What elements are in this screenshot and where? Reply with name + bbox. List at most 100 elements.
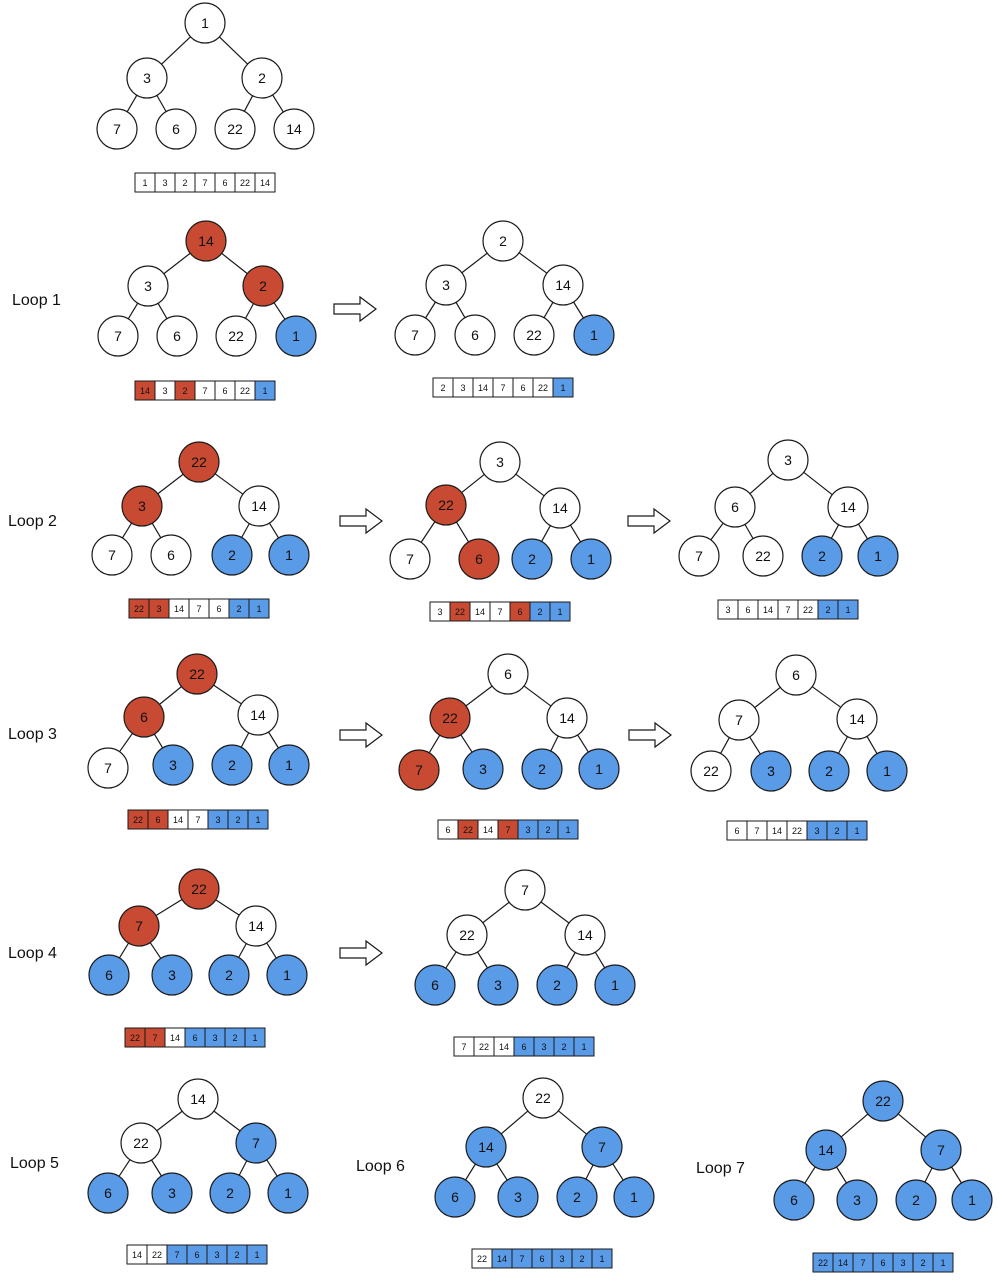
array-cell-value: 3 [437, 607, 442, 617]
array-cell-value: 6 [880, 1258, 885, 1268]
array-cell-value: 2 [234, 1250, 239, 1260]
array-cell-value: 6 [745, 605, 750, 615]
tree-node [895, 1179, 937, 1221]
tree-node [429, 697, 471, 739]
tree-node [268, 744, 310, 786]
tree-node [120, 1122, 162, 1164]
tree-edge [749, 472, 774, 495]
tree-node [477, 964, 519, 1006]
tree-node-value: 22 [703, 763, 719, 779]
array-cell-value: 14 [475, 607, 485, 617]
array-cell-value: 2 [545, 825, 550, 835]
array-cell [246, 1244, 268, 1265]
tree-edge [266, 1159, 278, 1177]
tree-edge [951, 1166, 962, 1184]
tree-node [521, 748, 563, 790]
array-cell-value: 22 [479, 1042, 489, 1052]
tree-node-value: 14 [577, 927, 593, 943]
tree-edge [585, 1164, 594, 1180]
tree-node [714, 486, 756, 528]
array-cell-value: 14 [174, 604, 184, 614]
tree-edge [238, 1160, 248, 1176]
loop-label-6: Loop 6 [356, 1158, 405, 1175]
tree-node [718, 699, 760, 741]
array-cell-value: 14 [132, 1250, 142, 1260]
tree-node-value: 6 [105, 967, 113, 983]
tree-node-value: 7 [252, 1135, 260, 1151]
array-cell-value: 2 [235, 815, 240, 825]
transition-arrow-icon [333, 295, 377, 323]
array-cell-value: 2 [561, 1042, 566, 1052]
tree-node [581, 1126, 623, 1168]
array-cell-value: 1 [557, 607, 562, 617]
tree-node-value: 7 [114, 328, 122, 344]
array-cell-value: 22 [538, 383, 548, 393]
tree-node [91, 534, 133, 576]
tree-edge [221, 252, 248, 275]
tree-node [808, 750, 850, 792]
tree-node [123, 696, 165, 738]
tree-node-value: 2 [225, 967, 233, 983]
tree-node-value: 7 [598, 1139, 606, 1155]
tree-node [398, 749, 440, 791]
tree-edge [238, 943, 247, 958]
array-cell-value: 7 [754, 826, 759, 836]
array-cell-value: 1 [940, 1258, 945, 1268]
tree-edge [161, 36, 191, 65]
array-cell-value: 2 [182, 386, 187, 396]
tree-node [152, 744, 194, 786]
array-cell [591, 1248, 613, 1269]
array-cell-value: 1 [565, 825, 570, 835]
tree-node-value: 2 [912, 1192, 920, 1208]
tree-node-value: 22 [191, 881, 207, 897]
array-cell-value: 22 [792, 826, 802, 836]
tree-edge [550, 735, 559, 752]
tree-edge [477, 951, 488, 969]
array-cell-value: 14 [772, 826, 782, 836]
array-cell-value: 2 [579, 1254, 584, 1264]
tree-node [513, 314, 555, 356]
array-cell-value: 22 [134, 604, 144, 614]
tree-node-value: 7 [735, 712, 743, 728]
tree-node [487, 653, 529, 695]
tree-node [121, 485, 163, 527]
tree-edge [460, 734, 473, 753]
array-cell-value: 1 [256, 604, 261, 614]
tree-edge [496, 1163, 508, 1181]
tree-node [767, 439, 809, 481]
transition-arrow-icon [339, 507, 383, 535]
tree-edge [897, 1113, 927, 1138]
array-cell-value: 1 [854, 826, 859, 836]
array-cell-value: 22 [240, 386, 250, 396]
array-cell-value: 14 [173, 815, 183, 825]
tree-node-value: 6 [792, 667, 800, 683]
array-cell-value: 1 [142, 178, 147, 188]
tree-edge [577, 734, 589, 753]
tree-node-value: 2 [259, 278, 267, 294]
array-cell-value: 22 [133, 815, 143, 825]
tree-node-value: 22 [438, 497, 454, 513]
tree-node [536, 964, 578, 1006]
array-cell-value: 2 [232, 1033, 237, 1043]
tree-edge [830, 524, 840, 539]
array-cell-value: 7 [202, 386, 207, 396]
tree-node-value: 3 [138, 498, 146, 514]
array-cell-value: 1 [252, 1033, 257, 1043]
tree-node-value: 7 [406, 551, 414, 567]
array-cell-value: 3 [725, 605, 730, 615]
tree-node [211, 744, 253, 786]
tree-node-value: 3 [479, 761, 487, 777]
tree-node [613, 1176, 655, 1218]
tree-edge [240, 732, 250, 748]
tree-edge [749, 736, 761, 755]
tree-edge [155, 898, 183, 917]
array-cell [932, 1252, 954, 1273]
tree-edge [151, 1159, 162, 1177]
array-cell-value: 6 [520, 383, 525, 393]
